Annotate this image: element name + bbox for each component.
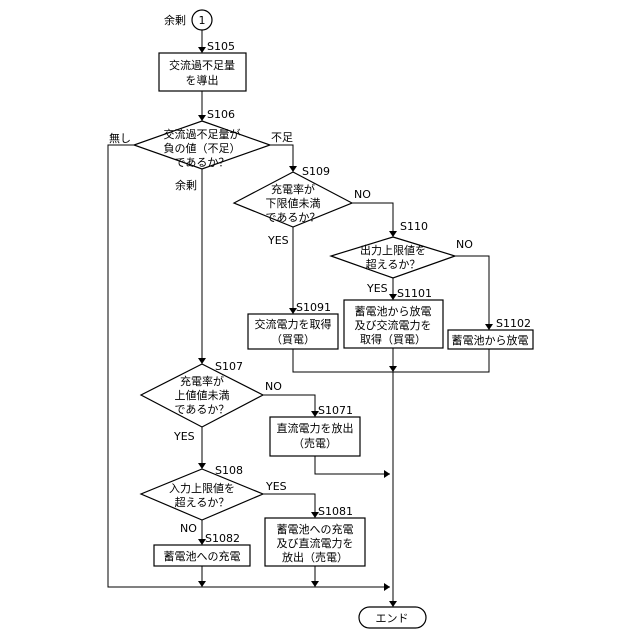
s1071-line-2: （売電） <box>293 437 337 450</box>
s1101-line-2: 及び交流電力を <box>355 318 432 332</box>
s109-line-1: 充電率が <box>271 182 315 196</box>
s1091-line-1: 交流電力を取得 <box>255 317 332 331</box>
s108-line-1: 入力上限値を <box>169 482 235 495</box>
s107-down-label: YES <box>173 430 195 443</box>
decision-s109: S109 充電率が 下限値未満 であるか？ NO YES <box>234 165 371 247</box>
s1081-line-1: 蓄電池への充電 <box>277 522 354 536</box>
s108-line-2: 超えるか？ <box>175 495 230 509</box>
end-terminator: エンド <box>359 607 426 628</box>
step-id-s1091: S1091 <box>296 301 331 314</box>
connector-label: 余剰 <box>164 13 186 27</box>
decision-s110: S110 出力上限値を 超えるか？ NO YES <box>331 220 473 295</box>
start-connector: 1 余剰 <box>164 10 212 30</box>
s110-line-1: 出力上限値を <box>360 243 426 257</box>
s110-line-2: 超えるか？ <box>366 257 421 271</box>
step-id-s1071: S1071 <box>318 404 353 417</box>
step-id-s1081: S1081 <box>318 505 353 518</box>
s105-line-1: 交流過不足量 <box>169 58 235 72</box>
decision-s107: S107 充電率が 上値値未満 であるか？ NO YES <box>141 360 282 443</box>
s109-down-label: YES <box>267 234 289 247</box>
s106-line-1: 交流過不足量が <box>164 127 241 141</box>
step-id-s109: S109 <box>302 165 330 178</box>
end-label: エンド <box>376 612 409 625</box>
s1081-line-2: 及び直流電力を <box>277 536 354 550</box>
s1102-line-1: 蓄電池から放電 <box>452 333 529 347</box>
s1081-line-3: 放出（売電） <box>282 550 348 564</box>
s109-line-3: であるか？ <box>266 211 321 224</box>
s106-line-2: 負の値（不足） <box>164 142 241 155</box>
s107-line-3: であるか？ <box>175 403 230 416</box>
step-id-s1102: S1102 <box>496 317 531 330</box>
decision-s106: S106 交流過不足量が 負の値（不足） であるか？ 無し 不足 余剰 <box>109 108 293 192</box>
s106-down-label: 余剰 <box>175 178 197 192</box>
s106-line-3: であるか？ <box>175 156 230 169</box>
s107-right-label: NO <box>265 380 282 393</box>
step-id-s110: S110 <box>400 220 428 233</box>
s1091-line-2: （買電） <box>271 333 315 346</box>
s1101-line-1: 蓄電池から放電 <box>355 304 432 318</box>
s1071-line-1: 直流電力を放出 <box>277 421 354 435</box>
s110-down-label: YES <box>366 282 388 295</box>
s108-right-label: YES <box>265 480 287 493</box>
s110-right-label: NO <box>456 238 473 251</box>
step-id-s107: S107 <box>215 360 243 373</box>
step-s1102: S1102 蓄電池から放電 <box>448 317 533 349</box>
connector-symbol: 1 <box>199 14 206 27</box>
s107-line-1: 充電率が <box>180 374 224 388</box>
step-id-s1101: S1101 <box>397 287 432 300</box>
step-id-s1082: S1082 <box>205 532 240 545</box>
s106-right-label: 不足 <box>271 131 293 144</box>
step-id-s108: S108 <box>215 464 243 477</box>
s108-down-label: NO <box>180 522 197 535</box>
step-id-s106: S106 <box>207 108 235 121</box>
s107-line-2: 上値値未満 <box>175 389 230 402</box>
step-id-s105: S105 <box>207 40 235 53</box>
s105-line-2: を導出 <box>186 73 219 87</box>
s1101-line-3: 取得（買電） <box>360 333 426 346</box>
s1082-line-1: 蓄電池への充電 <box>164 549 241 563</box>
s106-left-label: 無し <box>109 131 131 145</box>
s109-line-2: 下限値未満 <box>266 197 321 210</box>
s109-right-label: NO <box>354 188 371 201</box>
